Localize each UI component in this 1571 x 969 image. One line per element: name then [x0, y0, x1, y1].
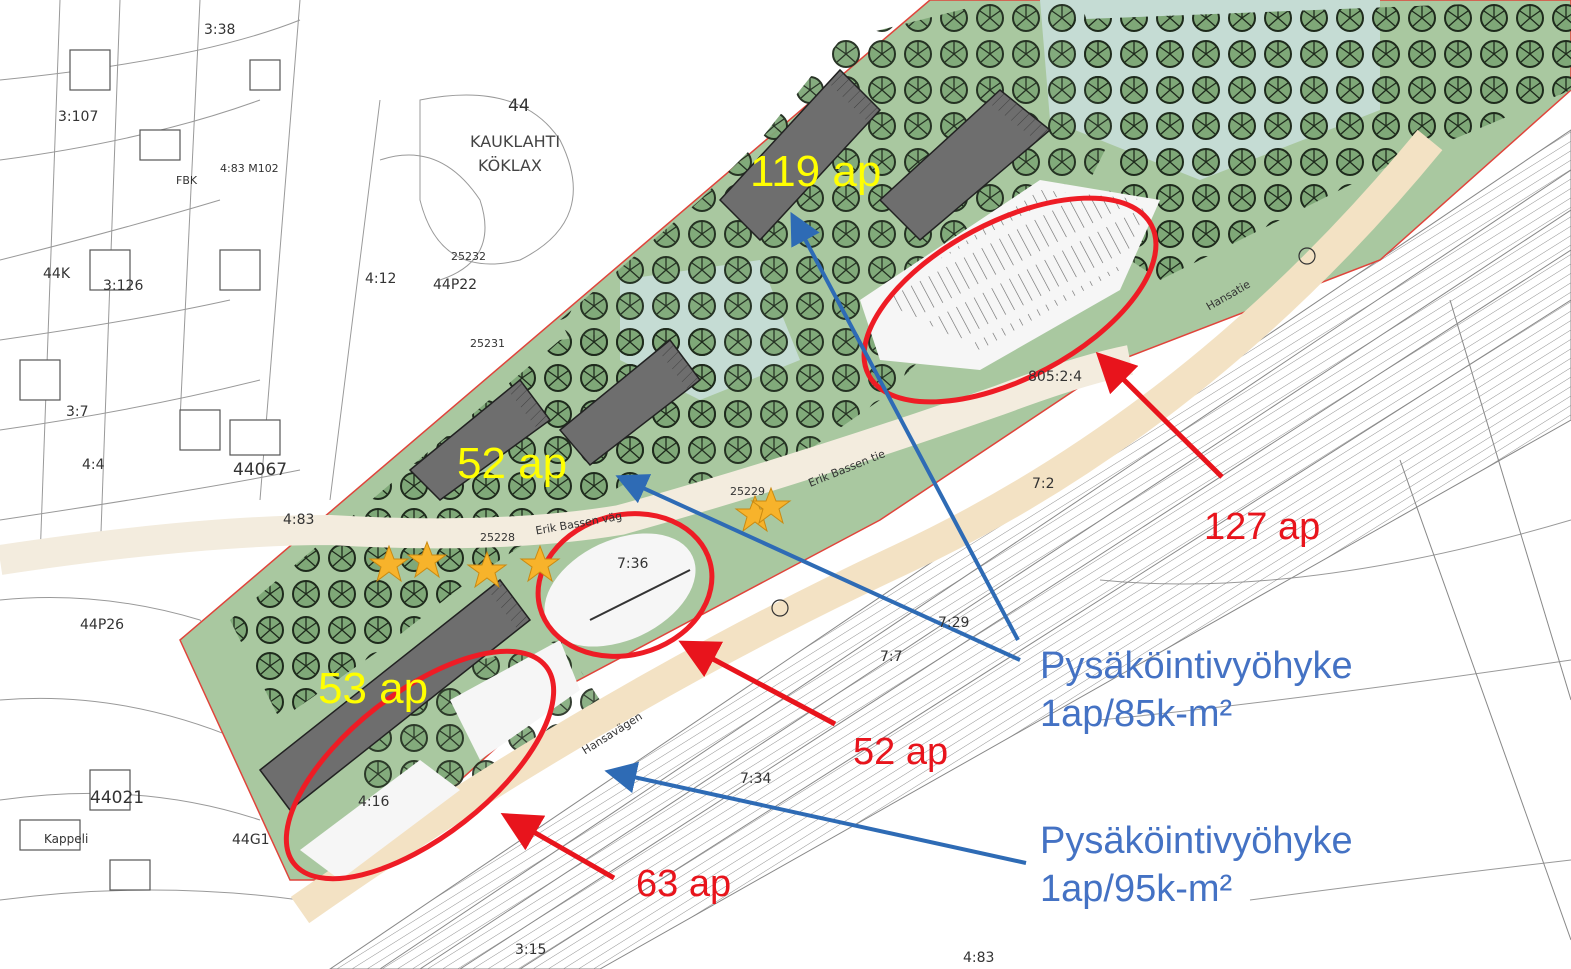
- lot-3-38: 3:38: [204, 22, 236, 38]
- arrow-zone-a-2: [615, 474, 1021, 662]
- hansavagen-road: [290, 129, 1443, 924]
- lot-4-4: 4:4: [82, 457, 105, 473]
- lot-4-16: 4:16: [358, 794, 390, 810]
- label-63-ap: 63 ap: [636, 863, 732, 905]
- arrow-zone-b: [604, 761, 1027, 865]
- lot-7-2: 7:2: [1032, 476, 1055, 492]
- zone-95-title: Pysäköintivyöhyke: [1040, 820, 1353, 862]
- lot-4-83: 4:83: [283, 512, 315, 528]
- plan-44p22: 44P22: [433, 277, 478, 293]
- label-52-ap-block: 52 ap: [457, 439, 568, 488]
- middle-parking-surface: [544, 533, 696, 647]
- zone-95-ratio: 1ap/95k-m²: [1040, 867, 1233, 910]
- lot-3-15: 3:15: [515, 942, 547, 958]
- plan-44g1: 44G1: [232, 832, 270, 848]
- lot-4-12: 4:12: [365, 271, 397, 287]
- cadastral-lines: [0, 0, 1571, 901]
- south-lot-ellipse: [283, 648, 557, 882]
- lot-3-126: 3:126: [103, 278, 144, 294]
- arrow-127: [1095, 351, 1224, 479]
- cadastral-buildings: [19, 49, 281, 891]
- label-119-ap: 119 ap: [750, 147, 882, 196]
- plan-kappeli: Kappeli: [44, 832, 89, 846]
- label-127-ap: 127 ap: [1204, 506, 1321, 548]
- plan-44k: 44K: [43, 266, 70, 282]
- plan-25232: 25232: [451, 250, 486, 263]
- arrow-63: [500, 813, 616, 881]
- zone-85-label: Pysäköintivyöhyke 1ap/85k-m²: [1040, 643, 1353, 738]
- lot-7-7: 7:7: [880, 649, 903, 665]
- plan-44: 44: [508, 96, 530, 116]
- plan-4-83-m102: 4:83 M102: [220, 162, 279, 175]
- zone-95-label: Pysäköintivyöhyke 1ap/95k-m²: [1040, 818, 1353, 913]
- lot-805-2-4: 805:2:4: [1028, 369, 1082, 385]
- plan-44021: 44021: [90, 788, 145, 808]
- lot-7-36: 7:36: [617, 556, 649, 572]
- lot-7-29: 7:29: [938, 615, 970, 631]
- arrow-zone-a-1: [790, 211, 1020, 641]
- star-markers: [368, 486, 792, 589]
- lot-7-34: 7:34: [740, 771, 772, 787]
- plan-fbk: FBK: [176, 174, 198, 187]
- east-lot-ellipse: [861, 195, 1159, 405]
- label-53-ap: 53 ap: [318, 664, 429, 713]
- plan-44p26: 44P26: [80, 617, 125, 633]
- label-52-ap-lot: 52 ap: [853, 731, 949, 773]
- plan-25231: 25231: [470, 337, 505, 350]
- lot-4-83-b: 4:83: [963, 950, 995, 966]
- arrow-52: [678, 640, 837, 727]
- area-name-fi: KAUKLAHTI: [470, 132, 561, 151]
- middle-lot-ellipse: [535, 511, 715, 659]
- plan-25229: 25229: [730, 485, 765, 498]
- lot-3-107: 3:107: [58, 109, 99, 125]
- zone-85-ratio: 1ap/85k-m²: [1040, 692, 1233, 735]
- plan-44067: 44067: [233, 460, 288, 480]
- area-name-sv: KÖKLAX: [478, 156, 542, 175]
- zone-85-title: Pysäköintivyöhyke: [1040, 645, 1353, 687]
- lot-3-7: 3:7: [66, 404, 89, 420]
- tree-area-3: [1060, 0, 1571, 280]
- erik-bassen-road: [0, 345, 1134, 575]
- plan-25228: 25228: [480, 531, 515, 544]
